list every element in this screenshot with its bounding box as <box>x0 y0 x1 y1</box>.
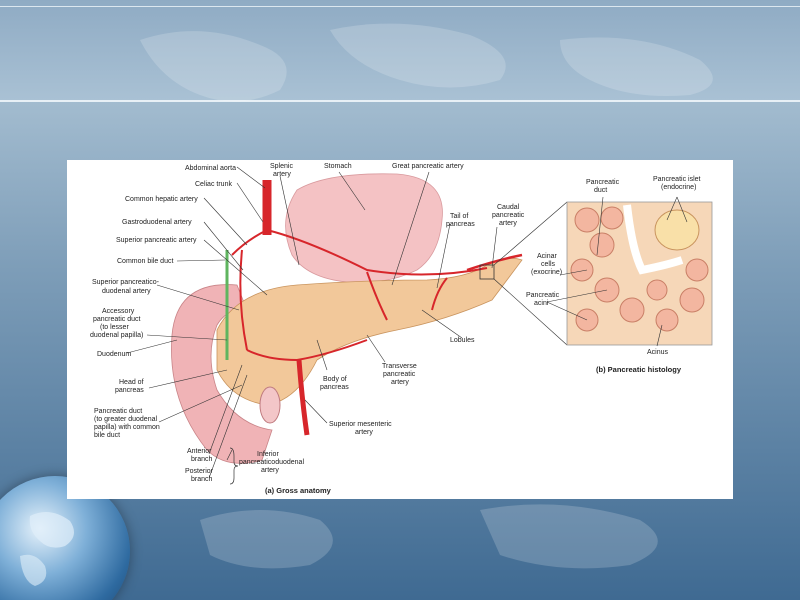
pancreatic-islet <box>654 209 700 251</box>
caption-pancreatic-histology: (b) Pancreatic histology <box>596 365 682 374</box>
label-body-2: pancreas <box>320 384 349 391</box>
label-great-pancreatic-artery: Great pancreatic artery <box>392 163 464 170</box>
label-superior-pancreatic-artery: Superior pancreatic artery <box>116 237 197 244</box>
label-caudal-2: pancreatic <box>492 212 525 219</box>
artery-network <box>231 229 488 362</box>
label-tail-2: pancreas <box>446 221 475 228</box>
header-band <box>0 0 800 100</box>
label-acinar-3: (exocrine) <box>531 269 562 276</box>
label-acini-2: acini <box>534 300 549 307</box>
label-acinar-1: Acinar <box>537 253 558 260</box>
label-acinus: Acinus <box>647 349 669 356</box>
histology-duct <box>623 204 684 275</box>
label-sup-mesenteric-1: Superior mesenteric <box>329 421 392 428</box>
label-histology-duct-1: Pancreatic <box>586 179 620 186</box>
label-histology-duct-2: duct <box>594 187 607 194</box>
label-gastroduodenal-artery: Gastroduodenal artery <box>122 219 192 226</box>
label-inf-pd-3: artery <box>261 467 279 474</box>
label-head-1: Head of <box>119 379 144 386</box>
stomach-shape <box>285 173 443 283</box>
label-islet-2: (endocrine) <box>661 184 696 191</box>
label-posterior-1: Posterior <box>185 468 214 475</box>
label-posterior-2: branch <box>191 476 213 483</box>
label-lobules: Lobules <box>450 337 475 344</box>
branch-bracket <box>229 447 239 485</box>
label-transverse-3: artery <box>391 379 409 386</box>
pancreas-diagram: Abdominal aorta Celiac trunk Common hepa… <box>90 163 713 495</box>
label-pancreatic-duct-3: papilla) with common <box>94 424 160 431</box>
caption-gross-anatomy: (a) Gross anatomy <box>265 486 332 495</box>
label-sup-mesenteric-2: artery <box>355 429 373 436</box>
label-sup-pd-artery-2: duodenal artery <box>102 288 151 295</box>
label-common-hepatic-artery: Common hepatic artery <box>125 196 198 203</box>
label-stomach: Stomach <box>324 163 352 170</box>
label-pancreatic-duct-4: bile duct <box>94 432 120 439</box>
label-acinar-2: cells <box>541 261 556 268</box>
acini-cluster <box>570 206 709 332</box>
label-acini-1: Pancreatic <box>526 292 560 299</box>
superior-mesenteric-vessel <box>296 359 310 436</box>
header-divider <box>0 100 800 102</box>
label-inf-pd-1: Inferior <box>257 451 279 458</box>
label-caudal-1: Caudal <box>497 204 520 211</box>
duodenum-shape <box>171 284 273 464</box>
label-pancreatic-duct-1: Pancreatic duct <box>94 408 142 415</box>
label-anterior-1: Anterior <box>187 448 212 455</box>
figure-panel: Abdominal aorta Celiac trunk Common hepa… <box>67 160 733 499</box>
label-head-2: pancreas <box>115 387 144 394</box>
label-islet-1: Pancreatic islet <box>653 176 701 183</box>
label-caudal-3: artery <box>499 220 517 227</box>
label-pancreatic-duct-2: (to greater duodenal <box>94 416 157 423</box>
label-transverse-1: Transverse <box>382 363 417 370</box>
label-splenic-1: Splenic <box>270 163 293 170</box>
caudal-artery-vessel <box>466 253 523 272</box>
label-inf-pd-2: pancreaticoduodenal <box>239 459 304 466</box>
label-accessory-duct-2: pancreatic duct <box>93 316 141 323</box>
jejunum-cut <box>259 386 281 424</box>
label-celiac-trunk: Celiac trunk <box>195 181 232 188</box>
label-duodenum: Duodenum <box>97 351 131 358</box>
label-common-bile-duct: Common bile duct <box>117 258 173 265</box>
label-tail-1: Tail of <box>450 213 468 220</box>
label-accessory-duct-1: Accessory <box>102 308 135 315</box>
label-body-1: Body of <box>323 376 347 383</box>
label-splenic-2: artery <box>273 171 291 178</box>
leader-lines <box>126 166 498 479</box>
header-thin-line <box>0 6 800 7</box>
label-accessory-duct-4: duodenal papilla) <box>90 332 143 339</box>
label-abdominal-aorta: Abdominal aorta <box>185 165 236 172</box>
label-transverse-2: pancreatic <box>383 371 416 378</box>
label-anterior-2: branch <box>191 456 213 463</box>
tail-inset-box <box>479 264 495 280</box>
pancreas-shape <box>216 257 523 406</box>
label-sup-pd-artery-1: Superior pancreatico- <box>92 279 160 286</box>
label-accessory-duct-3: (to lesser <box>100 324 129 331</box>
